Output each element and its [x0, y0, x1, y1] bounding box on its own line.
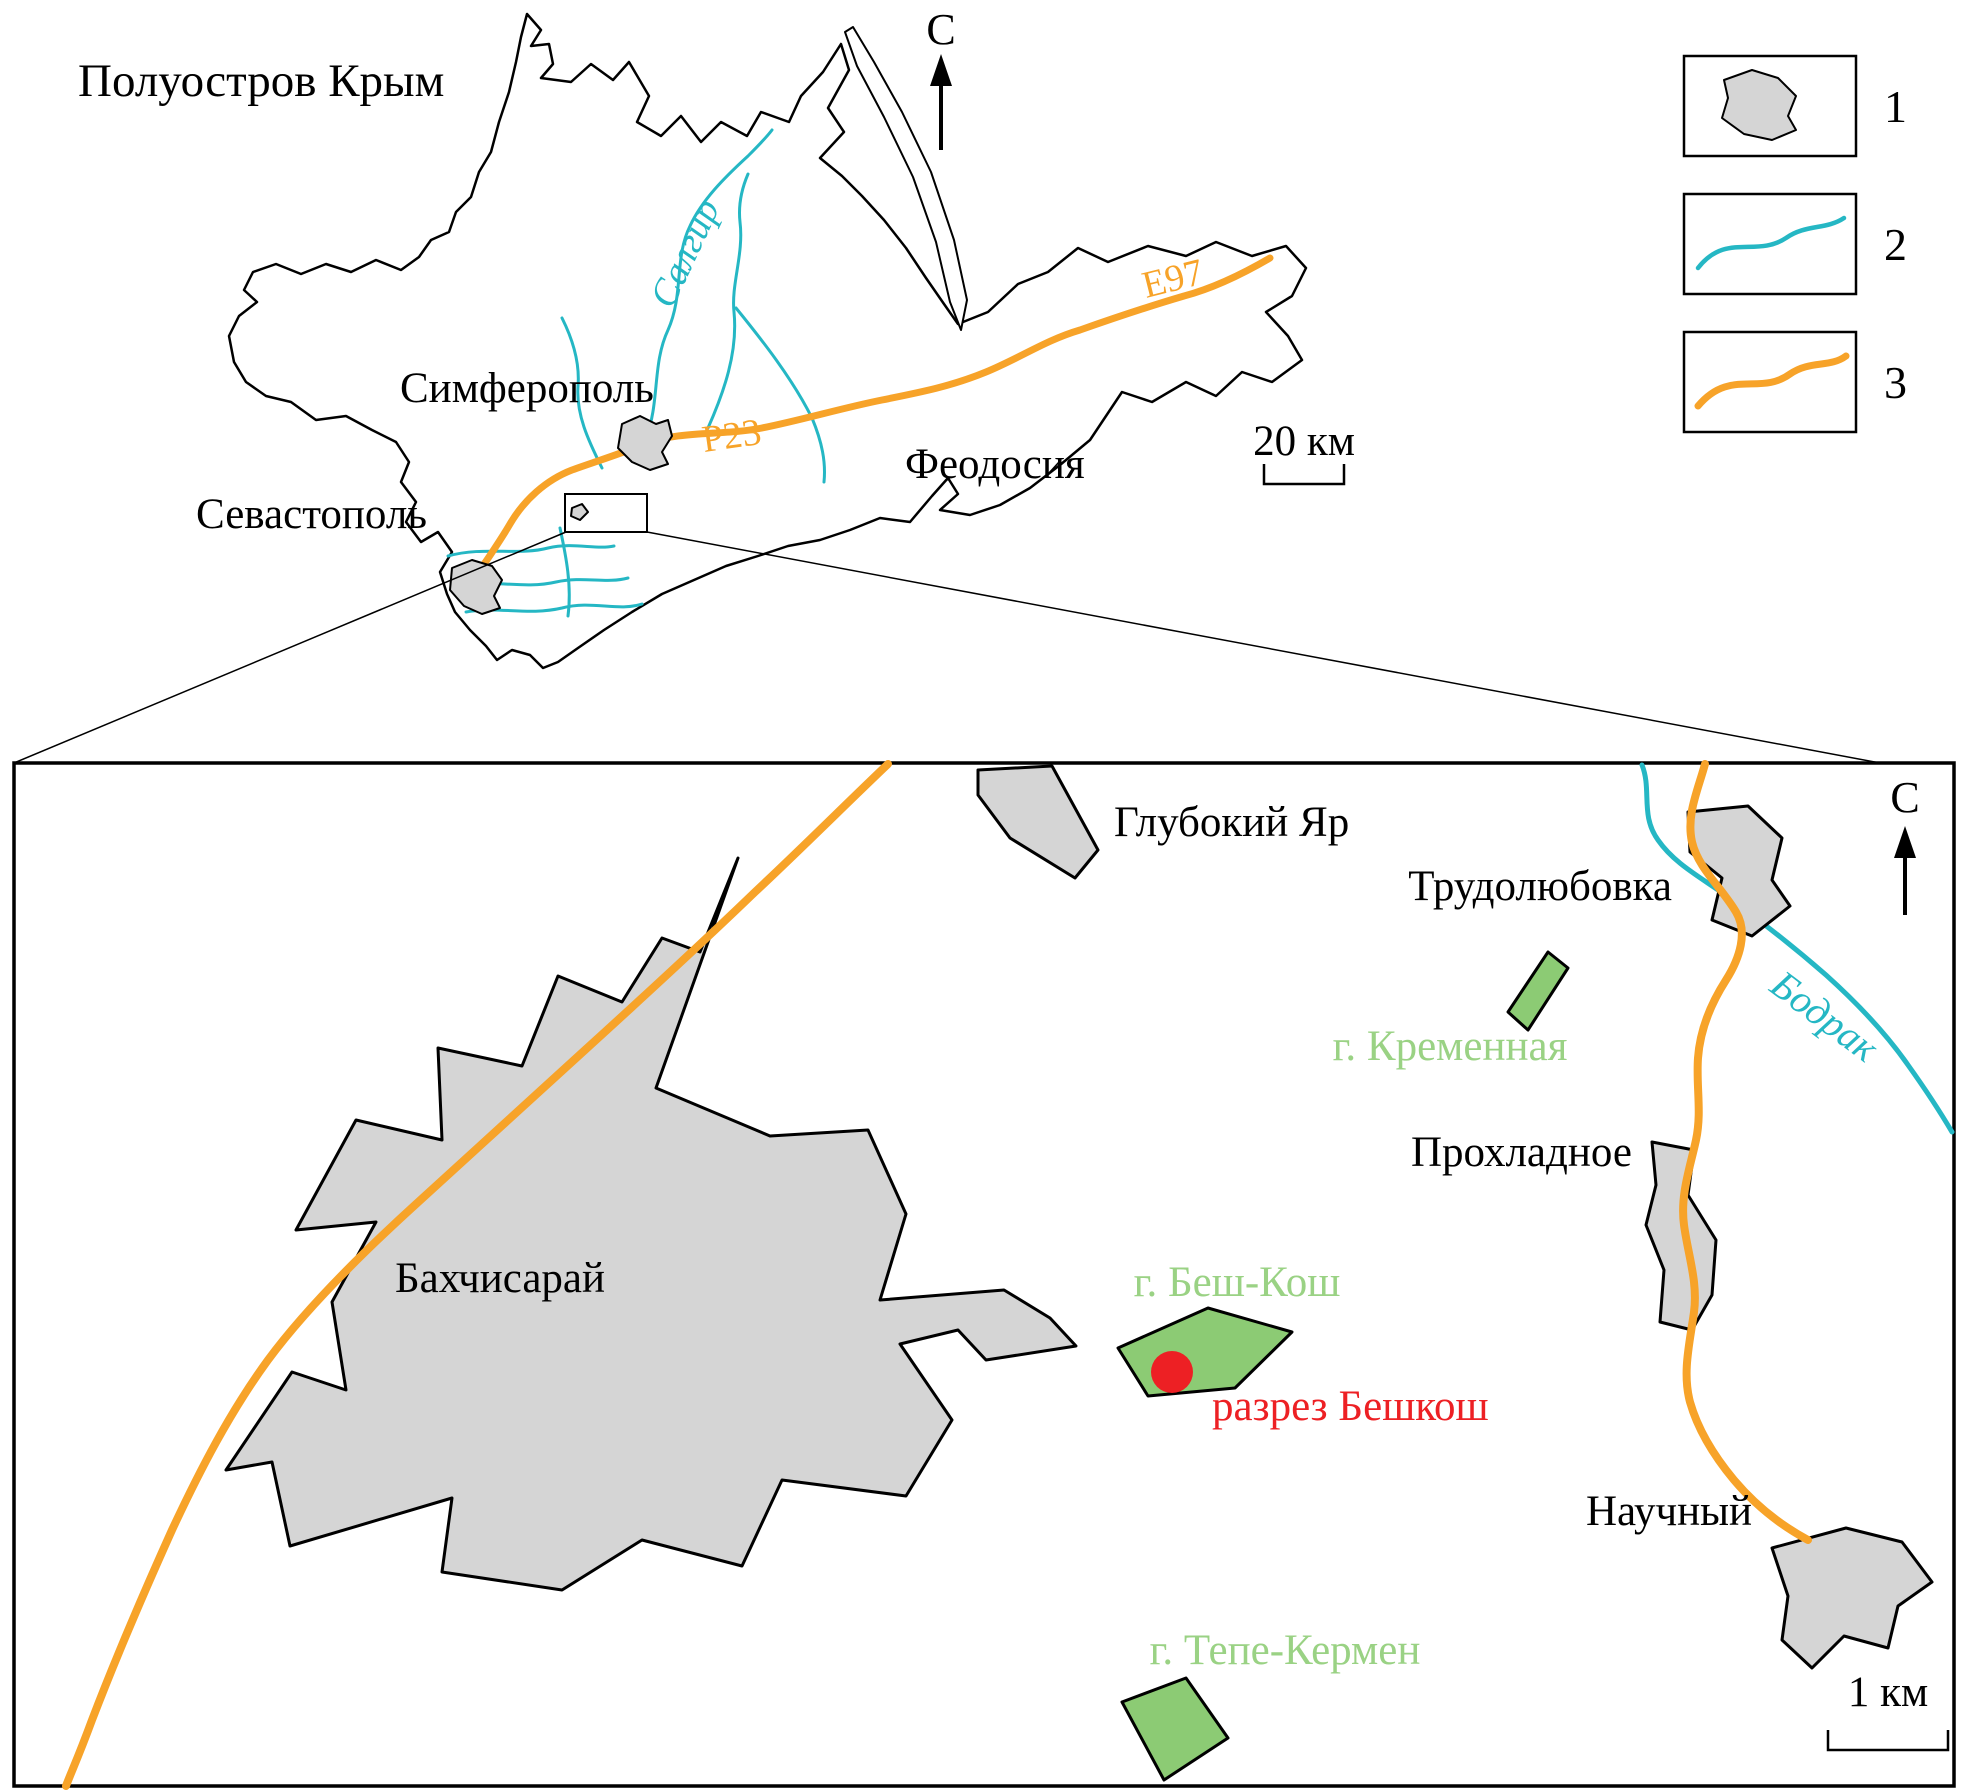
overview-map: Полуостров Крым Симферополь Севастополь …	[78, 5, 1355, 670]
scale-label-inset: 1 км	[1848, 1669, 1928, 1716]
legend-settlement-symbol	[1721, 69, 1797, 141]
beshkosh-section-marker	[1151, 1351, 1193, 1393]
north-arrow-head	[930, 54, 952, 86]
legend-item-settlement: 1	[1682, 54, 1907, 158]
arabat-spit-outline	[844, 26, 968, 331]
label-trudolyubovka: Трудолюбовка	[1408, 863, 1672, 910]
north-arrow-overview: С	[926, 5, 956, 150]
legend-item-road: 3	[1682, 330, 1907, 434]
river-branch-southeast	[734, 306, 826, 484]
label-sevastopol: Севастополь	[196, 491, 427, 538]
river-bodrak	[1639, 762, 1955, 1135]
overview-title: Полуостров Крым	[78, 55, 444, 107]
tepe-kermen-shape	[1120, 1676, 1230, 1782]
label-tepe-kermen: г. Тепе-Кермен	[1150, 1627, 1421, 1674]
north-arrow-inset-head	[1894, 826, 1916, 858]
river-connector	[558, 526, 571, 618]
road-e97-p23	[458, 254, 1274, 602]
scale-bracket-overview	[1262, 464, 1346, 486]
river-branch-west	[560, 316, 604, 470]
inset-road-right	[1679, 760, 1812, 1544]
river-salgir	[644, 128, 774, 440]
sevastopol-shape	[449, 559, 503, 615]
crimea-outline	[227, 12, 1308, 670]
bakhchisaray-shape	[224, 856, 1078, 1592]
river-branch-east	[706, 172, 750, 430]
scale-label-overview: 20 км	[1253, 418, 1355, 465]
label-nauchny: Научный	[1586, 1488, 1752, 1535]
legend: 1 2 3	[1682, 54, 1907, 434]
legend-item-river: 2	[1682, 192, 1907, 296]
legend-number-1: 1	[1884, 81, 1907, 132]
label-kremennaya: г. Кременная	[1333, 1023, 1568, 1070]
inset-extent-rect	[564, 493, 648, 533]
label-beshkosh-section: разрез Бешкош	[1212, 1383, 1489, 1430]
inset-connector-left	[13, 531, 567, 764]
inset-connector-right	[646, 531, 1881, 764]
scale-bracket-inset	[1826, 1730, 1950, 1752]
north-label-overview: С	[926, 5, 955, 54]
kremennaya-shape	[1506, 950, 1570, 1032]
river-belbek	[446, 544, 616, 558]
inset-road-left	[62, 760, 892, 1790]
label-besh-kosh: г. Беш-Кош	[1134, 1259, 1341, 1306]
legend-number-2: 2	[1884, 219, 1907, 270]
rivers-overview	[446, 128, 826, 618]
legend-river-symbol	[1695, 215, 1847, 271]
label-glubokiy-yar: Глубокий Яр	[1114, 799, 1349, 846]
bakhchisaray-tiny-shape	[570, 503, 589, 521]
legend-number-3: 3	[1884, 357, 1907, 408]
nauchny-shape	[1770, 1526, 1934, 1670]
label-simferopol: Симферополь	[400, 365, 654, 412]
north-arrow-inset: С	[1890, 773, 1920, 915]
scale-inset: 1 км	[1826, 1669, 1950, 1752]
label-road-p23: Р23	[699, 411, 763, 461]
label-feodosia: Феодосия	[905, 441, 1085, 488]
label-bakhchisaray: Бахчисарай	[395, 1255, 605, 1302]
label-prokhladnoe: Прохладное	[1411, 1129, 1632, 1176]
glubokiy-yar-shape	[976, 764, 1100, 880]
legend-road-symbol	[1694, 352, 1850, 410]
simferopol-shape	[617, 415, 673, 471]
inset-map: Глубокий Яр Трудолюбовка Прохладное Бахч…	[12, 760, 1956, 1790]
north-label-inset: С	[1890, 773, 1919, 822]
scale-overview: 20 км	[1253, 418, 1355, 486]
